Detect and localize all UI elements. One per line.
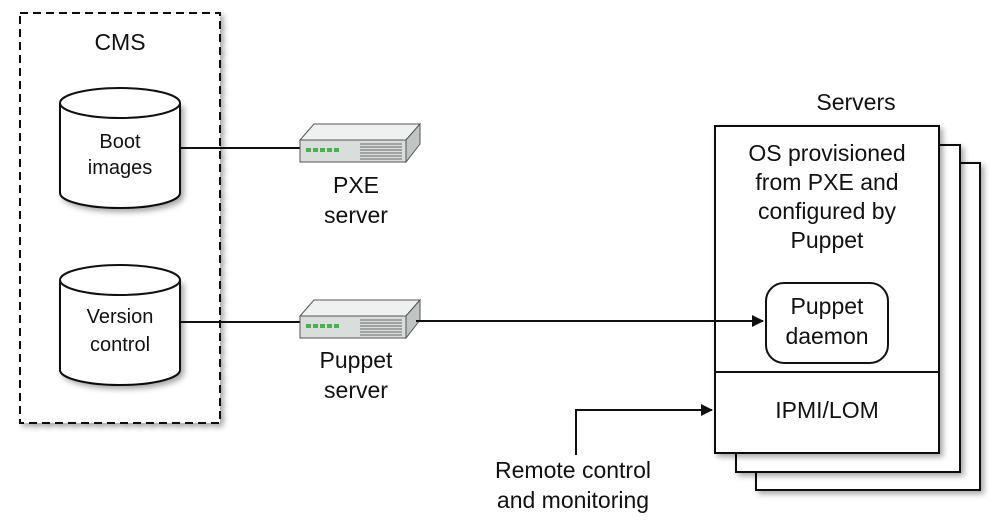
cms-title: CMS (94, 29, 145, 55)
rack-server-icon (299, 123, 421, 163)
servers-desc-line-4: Puppet (791, 227, 865, 253)
pxe-server-line-1: PXE (333, 172, 379, 198)
remote-to-ipmi-arrow (575, 404, 713, 455)
pxe-server: PXE server (299, 123, 421, 228)
boot-images-line-2: images (88, 157, 152, 179)
version-control-line-2: control (90, 334, 150, 356)
version-control-line-1: Version (87, 306, 154, 328)
version-control-database: Version control (59, 264, 181, 386)
pxe-server-line-2: server (324, 202, 388, 228)
server-card-front: OS provisioned from PXE and configured b… (714, 125, 940, 454)
remote-control-line-1: Remote control (495, 457, 651, 483)
puppet-server-line-1: Puppet (320, 347, 394, 373)
remote-control-line-2: and monitoring (497, 487, 649, 513)
puppet-daemon: Puppet daemon (765, 282, 889, 364)
puppet-server: Puppet server (299, 299, 421, 403)
puppet-daemon-line-2: daemon (785, 323, 868, 349)
ipmi-lom-label: IPMI/LOM (775, 397, 879, 423)
servers-desc-line-2: from PXE and (755, 169, 898, 195)
rack-server-icon (299, 299, 421, 339)
puppet-server-line-2: server (324, 377, 388, 403)
servers-title: Servers (816, 89, 895, 115)
servers-desc-line-3: configured by (758, 198, 897, 224)
servers-desc-line-1: OS provisioned (748, 140, 905, 166)
boot-images-line-1: Boot (99, 131, 141, 153)
puppet-daemon-line-1: Puppet (791, 293, 865, 319)
boot-images-database: Boot images (59, 87, 181, 209)
